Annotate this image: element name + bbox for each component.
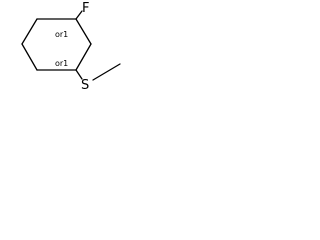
stereo-label-upper: or1 (55, 30, 68, 39)
ring-bond-3 (75, 43, 92, 71)
c-f-bond (75, 10, 83, 20)
cyclohexane-ring (21, 18, 92, 71)
fluorine-atom-label: F (82, 1, 89, 16)
sulfur-atom-label: S (81, 78, 89, 93)
stereo-label-lower: or1 (55, 59, 68, 68)
molecule-structure: F S or1 or1 (21, 1, 121, 93)
s-methyl-bond (92, 63, 121, 81)
c-s-bond (75, 69, 83, 80)
ring-bond-5 (21, 43, 38, 71)
ring-bond-2 (75, 18, 92, 45)
ring-bond-6 (21, 18, 38, 45)
